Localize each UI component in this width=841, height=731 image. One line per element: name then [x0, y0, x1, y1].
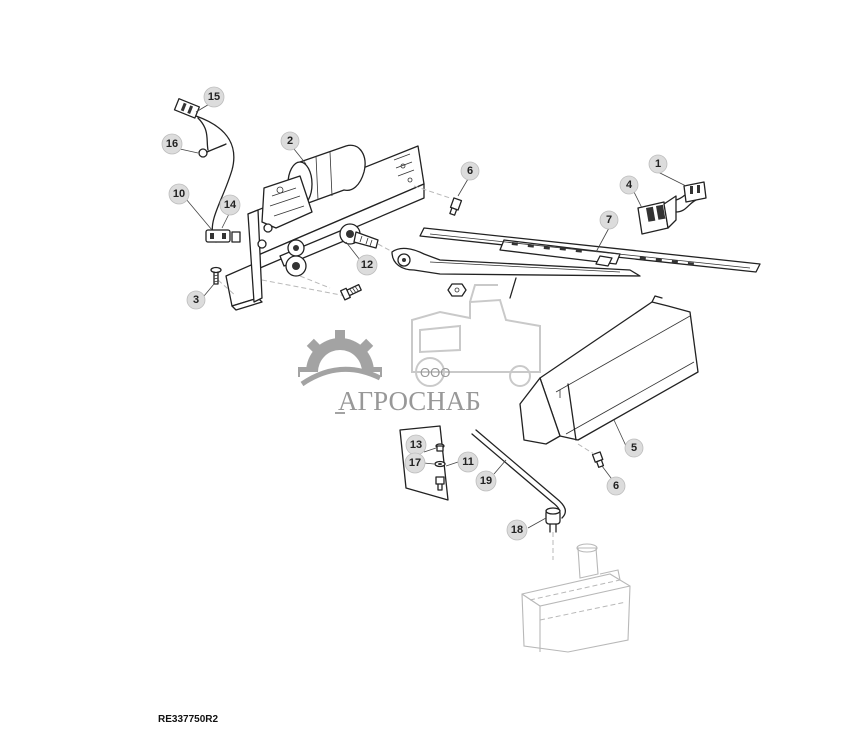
svg-text:14: 14 — [224, 199, 237, 211]
screw-3 — [210, 266, 222, 285]
watermark-company-name: АГРОСНАБ — [338, 386, 481, 416]
callout-4: 4 — [619, 175, 639, 195]
callout-10: 10 — [168, 183, 190, 205]
svg-text:10: 10 — [173, 188, 185, 200]
leader-lines — [179, 102, 687, 529]
svg-text:4: 4 — [626, 179, 633, 191]
callout-6-lower: 6 — [606, 476, 626, 496]
wiper-arm — [391, 247, 641, 299]
callout-3: 3 — [186, 290, 206, 310]
svg-text:16: 16 — [166, 138, 178, 150]
svg-text:18: 18 — [511, 524, 523, 536]
washer-reservoir — [521, 543, 631, 653]
callout-19: 19 — [475, 470, 497, 492]
callout-18: 18 — [506, 519, 528, 541]
harvester-icon — [411, 284, 541, 387]
gear-icon — [298, 330, 382, 414]
callout-2: 2 — [280, 131, 300, 151]
callout-13: 13 — [405, 434, 427, 456]
svg-text:15: 15 — [208, 91, 220, 103]
svg-text:11: 11 — [462, 456, 474, 468]
svg-text:12: 12 — [361, 259, 373, 271]
callout-6-upper: 6 — [460, 161, 480, 181]
wiper-blade — [419, 227, 761, 273]
callout-15: 15 — [203, 86, 225, 108]
svg-text:3: 3 — [193, 294, 199, 306]
wiper-switch — [637, 181, 707, 235]
bolt-6-lower — [591, 451, 605, 468]
callout-1: 1 — [648, 154, 668, 174]
callout-17: 17 — [404, 452, 426, 474]
svg-text:6: 6 — [467, 165, 473, 177]
watermark-prefix: ООО — [420, 365, 450, 380]
svg-text:5: 5 — [631, 442, 637, 454]
callout-16: 16 — [161, 133, 183, 155]
nozzle-18 — [545, 507, 561, 560]
svg-text:19: 19 — [480, 475, 492, 487]
callout-14: 14 — [219, 194, 241, 216]
svg-text:1: 1 — [655, 158, 661, 170]
bolt-6-upper — [449, 197, 463, 216]
callout-11: 11 — [457, 451, 479, 473]
reference-code: RE337750R2 — [158, 714, 218, 725]
callout-7: 7 — [599, 210, 619, 230]
svg-text:13: 13 — [410, 439, 422, 451]
svg-text:17: 17 — [409, 457, 421, 469]
callout-12: 12 — [356, 254, 378, 276]
bolt-12 — [339, 283, 362, 301]
svg-text:2: 2 — [287, 135, 293, 147]
watermark-logo: ООО АГРОСНАБ u — [298, 284, 552, 422]
cover-5 — [519, 295, 699, 445]
callout-5: 5 — [624, 438, 644, 458]
wiring-harness — [173, 98, 241, 243]
svg-text:7: 7 — [606, 214, 612, 226]
wiper-motor-bracket — [217, 144, 451, 311]
svg-text:6: 6 — [613, 480, 619, 492]
